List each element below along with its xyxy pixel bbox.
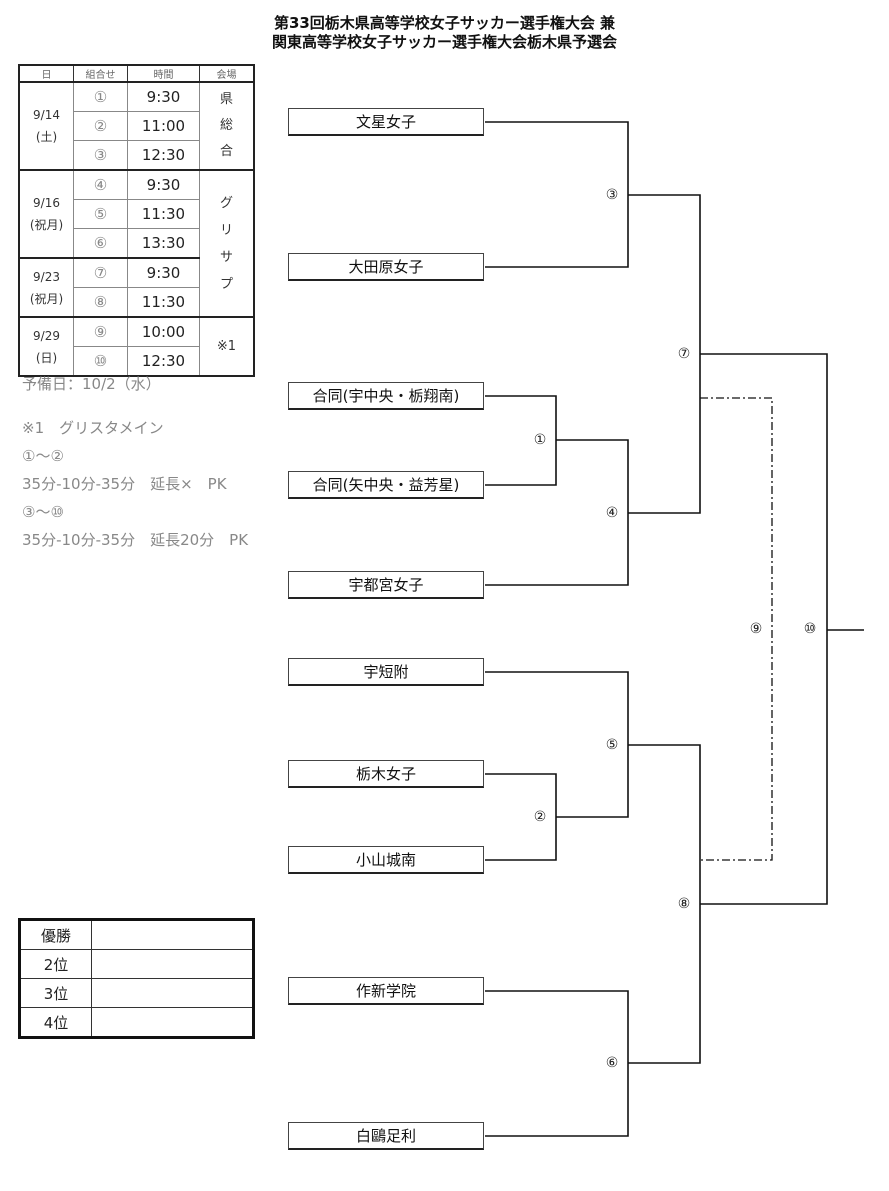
schedule-header-row: 日 組合せ 時間 会場 [18, 64, 255, 83]
schedule-table: 日 組合せ 時間 会場 9/14 (土) ① 9:30 県 総 合 ② 11:0… [18, 64, 255, 377]
schedule-row: ③ 12:30 [19, 140, 254, 171]
title-line-2: 関東高等学校女子サッカー選手権大会栃木県予選会 [271, 33, 617, 51]
day-date: 9/29 [33, 328, 60, 343]
match-number-label: ⑥ [603, 1054, 621, 1072]
schedule-row: ⑧ 11:30 [19, 287, 254, 318]
team-slot: 栃木女子 [288, 760, 484, 788]
ranking-row: 4位 [19, 1007, 254, 1038]
team-slot: 合同(矢中央・益芳星) [288, 471, 484, 499]
match-time: 12:30 [127, 140, 200, 171]
third-place-line [700, 397, 773, 861]
match-number: ⑩ [73, 346, 128, 377]
team-slot: 合同(宇中央・栃翔南) [288, 382, 484, 410]
schedule-day: 9/23 (祝月) [18, 257, 74, 318]
schedule-row: 9/29 (日) ⑨ 10:00 ※1 [18, 316, 255, 377]
team-slot: 白鷗足利 [288, 1122, 484, 1150]
day-weekday: (祝月) [29, 218, 64, 232]
match-number-label: ⑧ [675, 895, 693, 913]
match-time: 9:30 [127, 257, 200, 288]
title-line-1: 第33回栃木県高等学校女子サッカー選手権大会 兼 [273, 14, 616, 32]
team-slot: 宇短附 [288, 658, 484, 686]
bracket-line [700, 353, 828, 905]
match-number-label: ⑤ [603, 736, 621, 754]
match-number-label: ③ [603, 186, 621, 204]
team-slot: 大田原女子 [288, 253, 484, 281]
schedule-row: ⑤ 11:30 [19, 199, 254, 229]
rule-1: 35分-10分-35分 延長× PK [22, 475, 227, 493]
schedule-day: 9/16 (祝月) [18, 169, 74, 259]
match-number-label: ② [531, 808, 549, 826]
team-slot: 文星女子 [288, 108, 484, 136]
ranking-value [91, 919, 254, 950]
ranking-label: 4位 [19, 1007, 92, 1038]
schedule-venue: ※1 [199, 316, 255, 377]
match-number-label: ④ [603, 504, 621, 522]
team-slot: 作新学院 [288, 977, 484, 1005]
ranking-row: 3位 [19, 978, 254, 1008]
match-time: 11:30 [127, 287, 200, 318]
schedule-venue: 県 総 合 [199, 81, 255, 171]
match-number: ⑥ [73, 228, 128, 259]
match-number-label: ① [531, 431, 549, 449]
day-date: 9/16 [33, 196, 60, 210]
match-number: ⑤ [73, 199, 128, 229]
schedule-row: 9/23 (祝月) ⑦ 9:30 [18, 257, 254, 318]
match-time: 11:00 [127, 111, 200, 141]
ranking-label: 優勝 [19, 919, 92, 950]
ranking-row: 優勝 [19, 919, 254, 950]
schedule-venue: グ リ サ プ [199, 169, 255, 318]
day-date: 9/23 [33, 269, 60, 284]
match-number: ④ [73, 169, 128, 200]
day-weekday: (祝月) [29, 291, 64, 306]
schedule-row: ⑥ 13:30 [19, 228, 254, 259]
match-time: 13:30 [127, 228, 200, 259]
ranking-value [91, 949, 254, 979]
team-slot: 宇都宮女子 [288, 571, 484, 599]
venue-note: ※1 グリスタメイン [22, 419, 164, 437]
ranking-label: 2位 [19, 949, 92, 979]
schedule-day: 9/14 (土) [18, 81, 74, 171]
match-time: 12:30 [127, 346, 200, 377]
match-time: 9:30 [127, 169, 200, 200]
ranking-value [91, 1007, 254, 1038]
rule-2: 35分-10分-35分 延長20分 PK [22, 531, 249, 549]
day-weekday: (土) [35, 130, 58, 144]
ranking-value [91, 978, 254, 1008]
match-number-label: ⑦ [675, 345, 693, 363]
match-number-label: ⑨ [747, 620, 765, 638]
schedule-day: 9/29 (日) [18, 316, 74, 377]
match-number-label: ⑩ [801, 620, 819, 638]
ranking-label: 3位 [19, 978, 92, 1008]
schedule-row: 9/16 (祝月) ④ 9:30 グ リ サ プ [18, 169, 255, 318]
match-number: ⑨ [73, 316, 128, 347]
ranking-row: 2位 [19, 949, 254, 979]
ranking-table: 優勝 2位 3位 4位 [18, 918, 255, 1039]
schedule-row: ⑩ 12:30 [19, 346, 254, 377]
match-range-1: ①～② [22, 447, 64, 465]
day-weekday: (日) [35, 350, 58, 365]
team-slot: 小山城南 [288, 846, 484, 874]
schedule-row: 9/14 (土) ① 9:30 県 総 合 [18, 81, 255, 171]
match-time: 11:30 [127, 199, 200, 229]
match-time: 10:00 [127, 316, 200, 347]
match-range-2: ③～⑩ [22, 503, 64, 521]
reserve-day-note: 予備日：10/2（水） [22, 375, 161, 393]
day-date: 9/14 [33, 108, 60, 122]
schedule-row: ② 11:00 [19, 111, 254, 141]
